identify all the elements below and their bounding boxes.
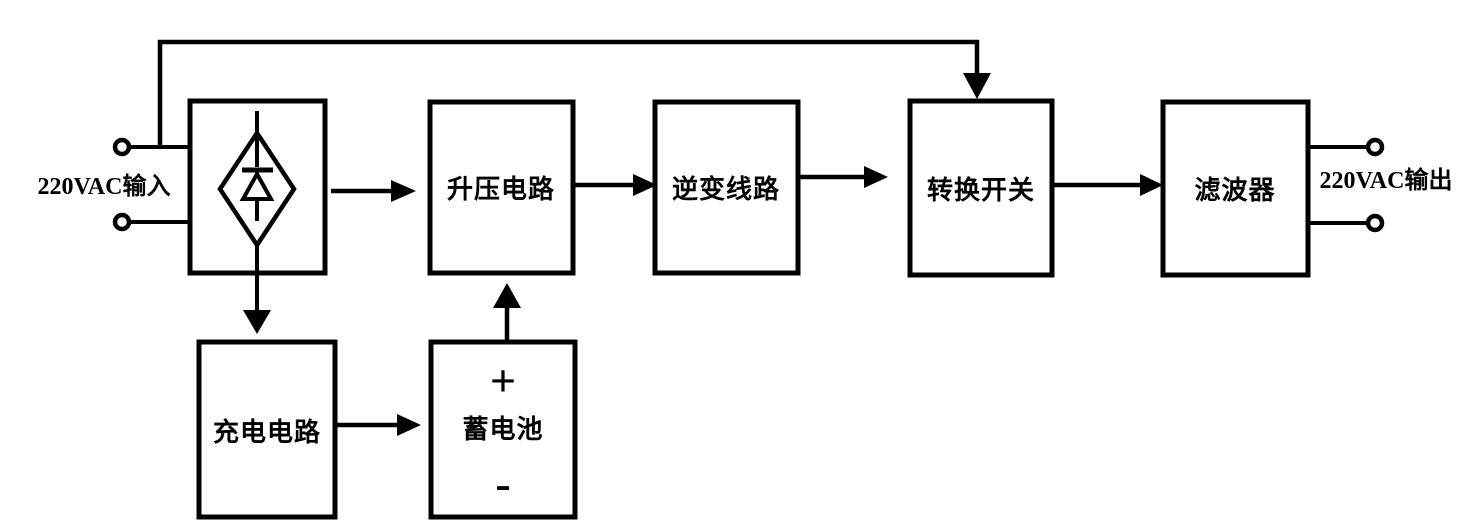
input-label: 220VAC输入	[38, 172, 171, 200]
charger-label: 充电电路	[213, 417, 321, 447]
inverter-box	[652, 99, 801, 276]
arrow-inverter-to-switch-head-icon	[864, 166, 888, 188]
bypass-line	[157, 39, 980, 149]
input-terminal-bottom	[112, 212, 132, 232]
output-label: 220VAC输出	[1320, 166, 1453, 194]
filter-label: 滤波器	[1194, 176, 1275, 205]
filter-box	[1160, 99, 1311, 278]
output-terminal-bottom	[1365, 213, 1385, 233]
output-terminal-top	[1365, 137, 1385, 157]
charger-box	[196, 339, 338, 520]
inverter-label: 逆变线路	[672, 174, 780, 204]
arrow-boost-to-inverter-head-icon	[633, 174, 657, 196]
arrow-charger-to-battery-head-icon	[397, 414, 421, 436]
arrow-battery-to-boost-head-icon	[493, 283, 521, 308]
input-terminal-top	[112, 137, 132, 157]
battery-plus-label: +	[490, 355, 516, 406]
battery-box	[428, 339, 578, 520]
arrow-switch-to-filter-head-icon	[1140, 174, 1163, 196]
boost-label: 升压电路	[447, 174, 555, 204]
boost-box	[427, 99, 576, 276]
transfer-switch-label: 转换开关	[927, 176, 1035, 205]
bypass-arrow-down-icon	[963, 73, 991, 99]
battery-minus-label: -	[495, 458, 510, 509]
battery-label: 蓄电池	[462, 415, 543, 444]
arrow-down-to-charger-icon	[243, 310, 271, 334]
arrow-rectifier-to-boost-head-icon	[391, 180, 416, 202]
transfer-switch-box	[907, 98, 1055, 278]
